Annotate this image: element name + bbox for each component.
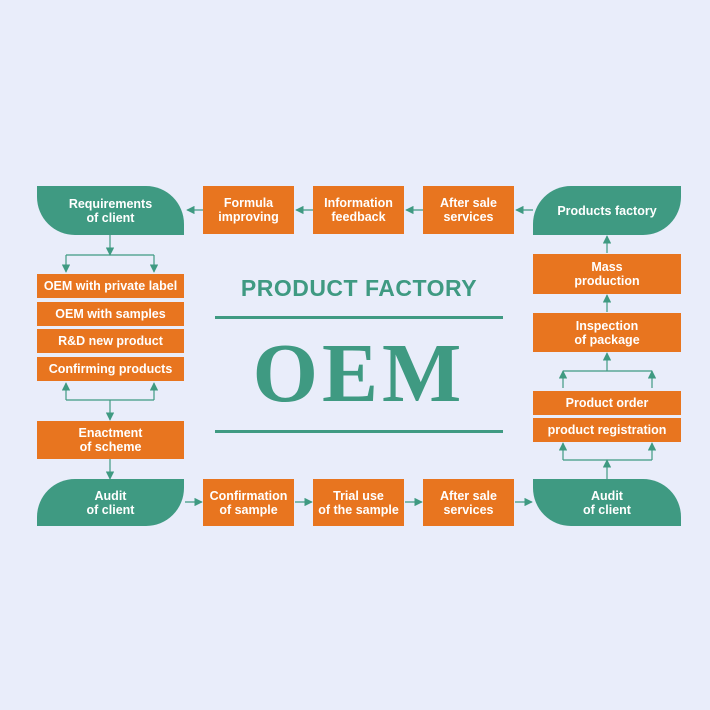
enactment-of-scheme-box: Enactment of scheme: [37, 421, 184, 459]
oem-big-label: OEM: [252, 327, 466, 420]
information-feedback-box: Information feedback: [313, 186, 404, 234]
audit-of-client-right-node: Audit of client: [533, 479, 681, 526]
formula-improving-box: Formula improving: [203, 186, 294, 234]
confirming-products-box: Confirming products: [37, 357, 184, 381]
center-rule-top: [215, 316, 503, 319]
confirmation-of-sample-box: Confirmation of sample: [203, 479, 294, 526]
audit-of-client-left-node: Audit of client: [37, 479, 184, 526]
after-sale-services-top-box: After sale services: [423, 186, 514, 234]
center-rule-bottom: [215, 430, 503, 433]
product-order-box: Product order: [533, 391, 681, 415]
oem-samples-box: OEM with samples: [37, 302, 184, 326]
product-registration-box: product registration: [533, 418, 681, 442]
trial-use-of-sample-box: Trial use of the sample: [313, 479, 404, 526]
rd-new-product-box: R&D new product: [37, 329, 184, 353]
products-factory-node: Products factory: [533, 186, 681, 235]
product-factory-heading: PRODUCT FACTORY: [240, 275, 478, 301]
after-sale-services-bottom-box: After sale services: [423, 479, 514, 526]
inspection-of-package-box: Inspection of package: [533, 313, 681, 352]
oem-private-label-box: OEM with private label: [37, 274, 184, 298]
requirements-of-client-node: Requirements of client: [37, 186, 184, 235]
mass-production-box: Mass production: [533, 254, 681, 294]
